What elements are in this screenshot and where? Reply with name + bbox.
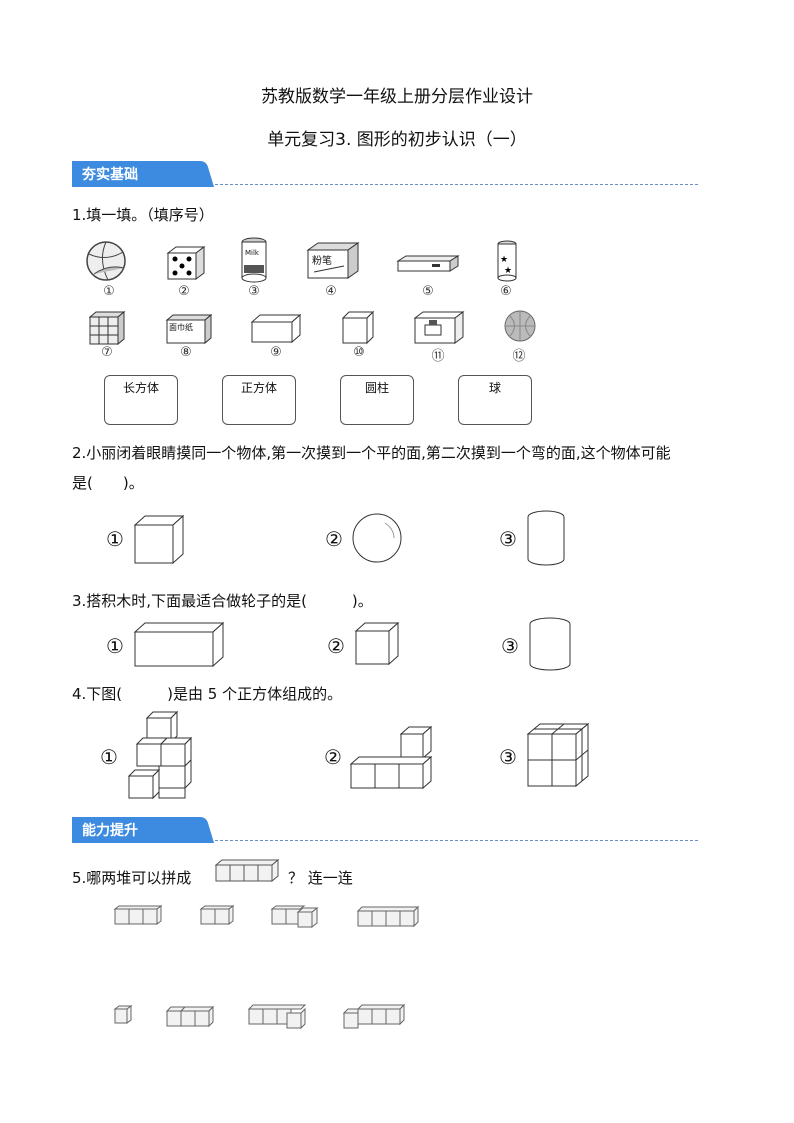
object-label-9: ⑨	[270, 345, 282, 360]
pile-top-1[interactable]	[113, 905, 163, 929]
tissue-box-icon: 面巾纸	[165, 313, 213, 348]
object-label-4: ④	[325, 284, 337, 299]
cube-icon	[341, 310, 375, 349]
section-divider-2	[215, 840, 698, 841]
q2-cylinder-shape[interactable]	[526, 509, 568, 573]
q2-option-3-label: ③	[499, 527, 517, 551]
answer-box-cube[interactable]: 正方体	[222, 375, 296, 425]
chalk-label: 粉笔	[312, 256, 332, 267]
q4-option-2-label: ②	[324, 745, 342, 769]
q3-cylinder-shape[interactable]	[528, 616, 574, 678]
object-label-1: ①	[103, 284, 115, 299]
chalk-box-icon: 粉笔	[306, 242, 360, 284]
object-label-5: ⑤	[422, 284, 434, 299]
question-2-prompt-cont: 是( )。	[72, 474, 144, 492]
rubik-cube-icon	[88, 310, 126, 349]
q4-option-3-label: ③	[499, 745, 517, 769]
pile-bottom-4[interactable]	[342, 1003, 408, 1034]
object-label-8: ⑧	[180, 345, 192, 360]
pile-top-3[interactable]	[270, 905, 320, 933]
question-1-prompt: 1.填一填。（填序号）	[72, 206, 214, 224]
cuboid-icon	[250, 313, 302, 348]
page-title: 苏教版数学一年级上册分层作业设计	[261, 87, 533, 107]
category-label-cylinder: 圆柱	[364, 381, 389, 395]
svg-text:★: ★	[504, 266, 512, 276]
category-label-sphere: 球	[488, 381, 501, 395]
q4-option-1-label: ①	[100, 745, 118, 769]
section-title-ability: 能力提升	[82, 823, 138, 839]
answer-box-sphere[interactable]: 球	[458, 375, 532, 425]
object-label-2: ②	[178, 284, 190, 299]
object-label-6: ⑥	[500, 284, 512, 299]
svg-text:★: ★	[500, 255, 508, 265]
pile-top-2[interactable]	[199, 905, 235, 929]
answer-box-cuboid[interactable]: 长方体	[104, 375, 178, 425]
q2-sphere-shape[interactable]	[352, 513, 404, 569]
q2-option-2-label: ②	[325, 527, 343, 551]
milk-can-icon: Milk	[240, 237, 268, 287]
q3-option-3-label: ③	[501, 634, 519, 658]
milk-label: Milk	[245, 249, 259, 257]
pile-bottom-1[interactable]	[113, 1005, 133, 1029]
pencil-case-icon	[396, 255, 460, 279]
pile-bottom-2[interactable]	[165, 1004, 215, 1032]
section-title-basic: 夯实基础	[82, 167, 138, 183]
q4-block-stack-1[interactable]	[127, 710, 213, 806]
device-box-icon	[413, 311, 465, 349]
q3-cuboid-shape[interactable]	[133, 621, 225, 672]
ball-icon	[86, 240, 128, 286]
q4-block-stack-2[interactable]	[349, 725, 435, 794]
category-label-cuboid: 长方体	[122, 381, 159, 395]
q4-block-stack-3[interactable]	[526, 722, 590, 792]
object-label-3: ③	[248, 284, 260, 299]
section-banner-ability: 能力提升	[72, 815, 214, 843]
q2-option-1-label: ①	[106, 527, 124, 551]
q3-cube-shape[interactable]	[354, 621, 400, 670]
q2-cube-shape[interactable]	[133, 514, 185, 569]
question-3-prompt: 3.搭积木时,下面最适合做轮子的是( )。	[72, 592, 373, 610]
q3-option-2-label: ②	[327, 634, 345, 658]
page-subtitle: 单元复习3. 图形的初步认识（一）	[267, 130, 527, 150]
q3-option-1-label: ①	[106, 634, 124, 658]
section-banner-basic: 夯实基础	[72, 159, 214, 187]
question-5-prompt-tail: ？ 连一连	[288, 869, 353, 887]
answer-box-cylinder[interactable]: 圆柱	[340, 375, 414, 425]
object-label-12: ⑫	[512, 349, 526, 364]
question-5-prompt: 5.哪两堆可以拼成	[72, 869, 192, 887]
dice-icon	[166, 245, 206, 285]
section-divider	[215, 184, 698, 185]
pile-top-4[interactable]	[356, 905, 422, 933]
object-label-11: ⑪	[431, 349, 445, 364]
object-label-10: ⑩	[353, 345, 365, 360]
pile-bottom-3[interactable]	[247, 1004, 309, 1034]
category-label-cube: 正方体	[240, 381, 277, 395]
question-2-prompt: 2.小丽闭着眼睛摸同一个物体,第一次摸到一个平的面,第二次摸到一个弯的面,这个物…	[72, 444, 671, 462]
object-label-7: ⑦	[101, 345, 113, 360]
star-can-icon: ★★	[496, 240, 518, 286]
tissue-label: 面巾纸	[169, 323, 193, 332]
basketball-icon	[503, 309, 537, 347]
question-4-prompt: 4.下图( )是由 5 个正方体组成的。	[72, 685, 343, 703]
target-block-row	[214, 858, 280, 887]
